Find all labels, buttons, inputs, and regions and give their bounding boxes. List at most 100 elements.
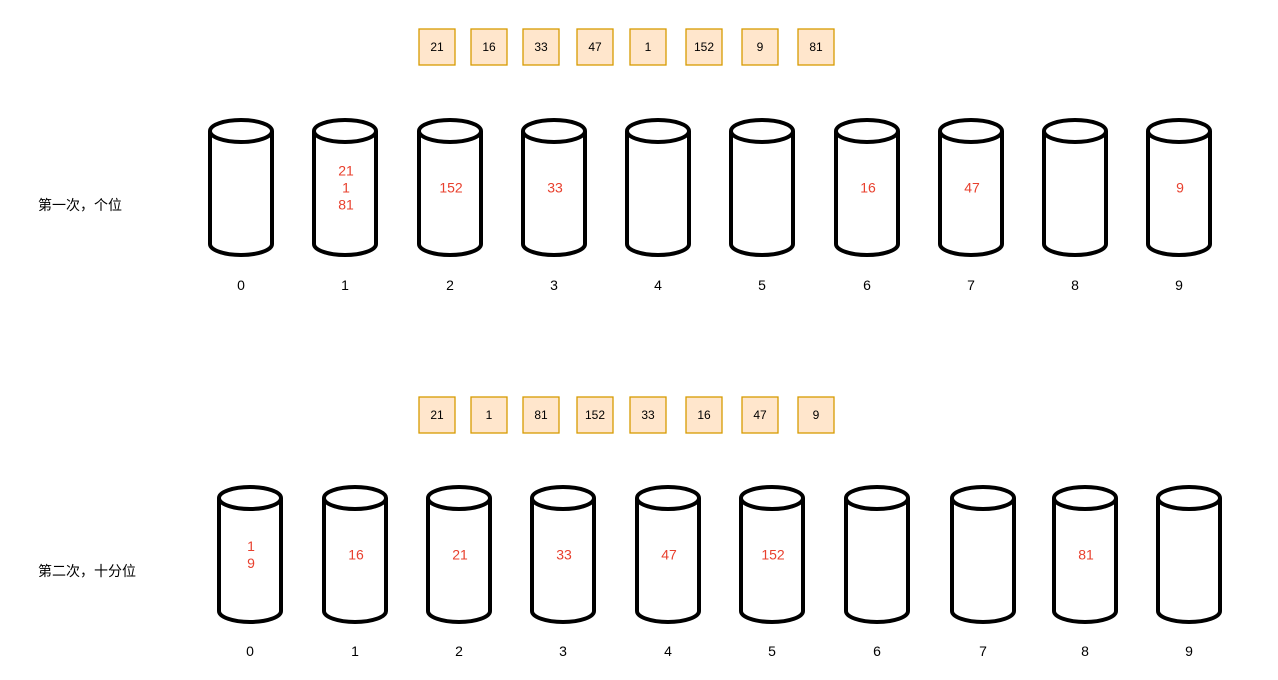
bucket-rim bbox=[1156, 485, 1222, 511]
sequence-value: 9 bbox=[813, 408, 820, 422]
bucket-5: 5 bbox=[729, 118, 795, 293]
bucket-items: 47 bbox=[964, 180, 980, 196]
sequence-value: 1 bbox=[645, 40, 652, 54]
bucket-item: 33 bbox=[547, 180, 563, 196]
bucket-label: 6 bbox=[863, 277, 871, 293]
bucket-item: 21 bbox=[452, 547, 468, 563]
bucket-label: 3 bbox=[559, 643, 567, 659]
sequence-box-rect bbox=[629, 396, 667, 434]
bucket-label: 5 bbox=[758, 277, 766, 293]
bucket-0: 0 bbox=[208, 118, 274, 293]
bucket-items: 16 bbox=[348, 547, 364, 563]
sequence-box: 1 bbox=[629, 28, 667, 66]
bucket-rim bbox=[950, 485, 1016, 511]
bucket-label: 1 bbox=[351, 643, 359, 659]
sequence-box: 152 bbox=[576, 396, 614, 434]
bucket-body bbox=[417, 131, 483, 257]
bucket-body bbox=[834, 131, 900, 257]
bucket-rim bbox=[729, 118, 795, 144]
sequence-box-rect bbox=[741, 28, 779, 66]
bucket-item: 9 bbox=[247, 555, 255, 571]
bucket-rim bbox=[1146, 118, 1212, 144]
bucket-rim bbox=[1052, 485, 1118, 511]
bucket-body bbox=[938, 131, 1004, 257]
bucket-label: 2 bbox=[455, 643, 463, 659]
pass-label: 第二次，十分位 bbox=[38, 563, 136, 579]
sequence-box-rect bbox=[685, 396, 723, 434]
bucket-item: 81 bbox=[1078, 547, 1094, 563]
bucket-body bbox=[322, 498, 388, 624]
bucket-label: 7 bbox=[967, 277, 975, 293]
sequence-box: 33 bbox=[522, 28, 560, 66]
bucket-body bbox=[729, 131, 795, 257]
sequence-value: 33 bbox=[534, 40, 548, 54]
bucket-rim bbox=[521, 118, 587, 144]
bucket-7: 47 7 bbox=[938, 118, 1004, 293]
bucket-label: 8 bbox=[1081, 643, 1089, 659]
sequence-box-rect bbox=[418, 396, 456, 434]
bucket-3: 333 bbox=[521, 118, 587, 293]
bucket-item: 152 bbox=[761, 547, 785, 563]
bucket-body bbox=[530, 498, 596, 624]
sequence-box-rect bbox=[522, 28, 560, 66]
sequence-box: 21 bbox=[418, 396, 456, 434]
bucket-label: 9 bbox=[1175, 277, 1183, 293]
sequence-value: 81 bbox=[534, 408, 548, 422]
bucket-rim bbox=[322, 485, 388, 511]
sequence-box-rect bbox=[576, 28, 614, 66]
bucket-item: 81 bbox=[338, 197, 354, 213]
bucket-items: 152 bbox=[761, 547, 785, 563]
bucket-items: 33 bbox=[547, 180, 563, 196]
sequence-box-rect bbox=[470, 396, 508, 434]
bucket-items: 9 bbox=[1176, 180, 1184, 196]
bucket-1: 16 1 bbox=[322, 485, 388, 659]
sequence-box-rect bbox=[685, 28, 723, 66]
bucket-body bbox=[521, 131, 587, 257]
sequence-box: 152 bbox=[685, 28, 723, 66]
bucket-rim bbox=[635, 485, 701, 511]
bucket-label: 9 bbox=[1185, 643, 1193, 659]
bucket-body bbox=[625, 131, 691, 257]
sequence-box: 33 bbox=[629, 396, 667, 434]
bucket-0: 19 0 bbox=[217, 485, 283, 659]
sequence-box: 1 bbox=[470, 396, 508, 434]
sequence-value: 16 bbox=[697, 408, 711, 422]
sequence-value: 47 bbox=[588, 40, 602, 54]
bucket-rim bbox=[208, 118, 274, 144]
bucket-label: 0 bbox=[237, 277, 245, 293]
bucket-item: 152 bbox=[439, 180, 463, 196]
bucket-item: 47 bbox=[964, 180, 980, 196]
bucket-items: 16 bbox=[860, 180, 876, 196]
sequence-box: 81 bbox=[797, 28, 835, 66]
bucket-label: 0 bbox=[246, 643, 254, 659]
bucket-items: 19 bbox=[247, 538, 255, 571]
bucket-items: 152 bbox=[439, 180, 463, 196]
sequence-box-rect bbox=[418, 28, 456, 66]
sequence-box-rect bbox=[470, 28, 508, 66]
bucket-rim bbox=[312, 118, 378, 144]
sequence-box: 21 bbox=[418, 28, 456, 66]
bucket-4: 474 bbox=[635, 485, 701, 659]
bucket-body bbox=[739, 498, 805, 624]
bucket-rim bbox=[844, 485, 910, 511]
bucket-9: 9 bbox=[1156, 485, 1222, 659]
bucket-label: 2 bbox=[446, 277, 454, 293]
bucket-rim bbox=[426, 485, 492, 511]
bucket-rim bbox=[1042, 118, 1108, 144]
bucket-item: 47 bbox=[661, 547, 677, 563]
input-sequence: 21 1 81 152 33 16 47 9 bbox=[418, 396, 835, 434]
sequence-box: 47 bbox=[741, 396, 779, 434]
bucket-label: 6 bbox=[873, 643, 881, 659]
bucket-rim bbox=[625, 118, 691, 144]
bucket-rim bbox=[217, 485, 283, 511]
bucket-label: 3 bbox=[550, 277, 558, 293]
bucket-rim bbox=[417, 118, 483, 144]
bucket-item: 33 bbox=[556, 547, 572, 563]
sequence-box: 16 bbox=[470, 28, 508, 66]
sequence-value: 81 bbox=[809, 40, 823, 54]
